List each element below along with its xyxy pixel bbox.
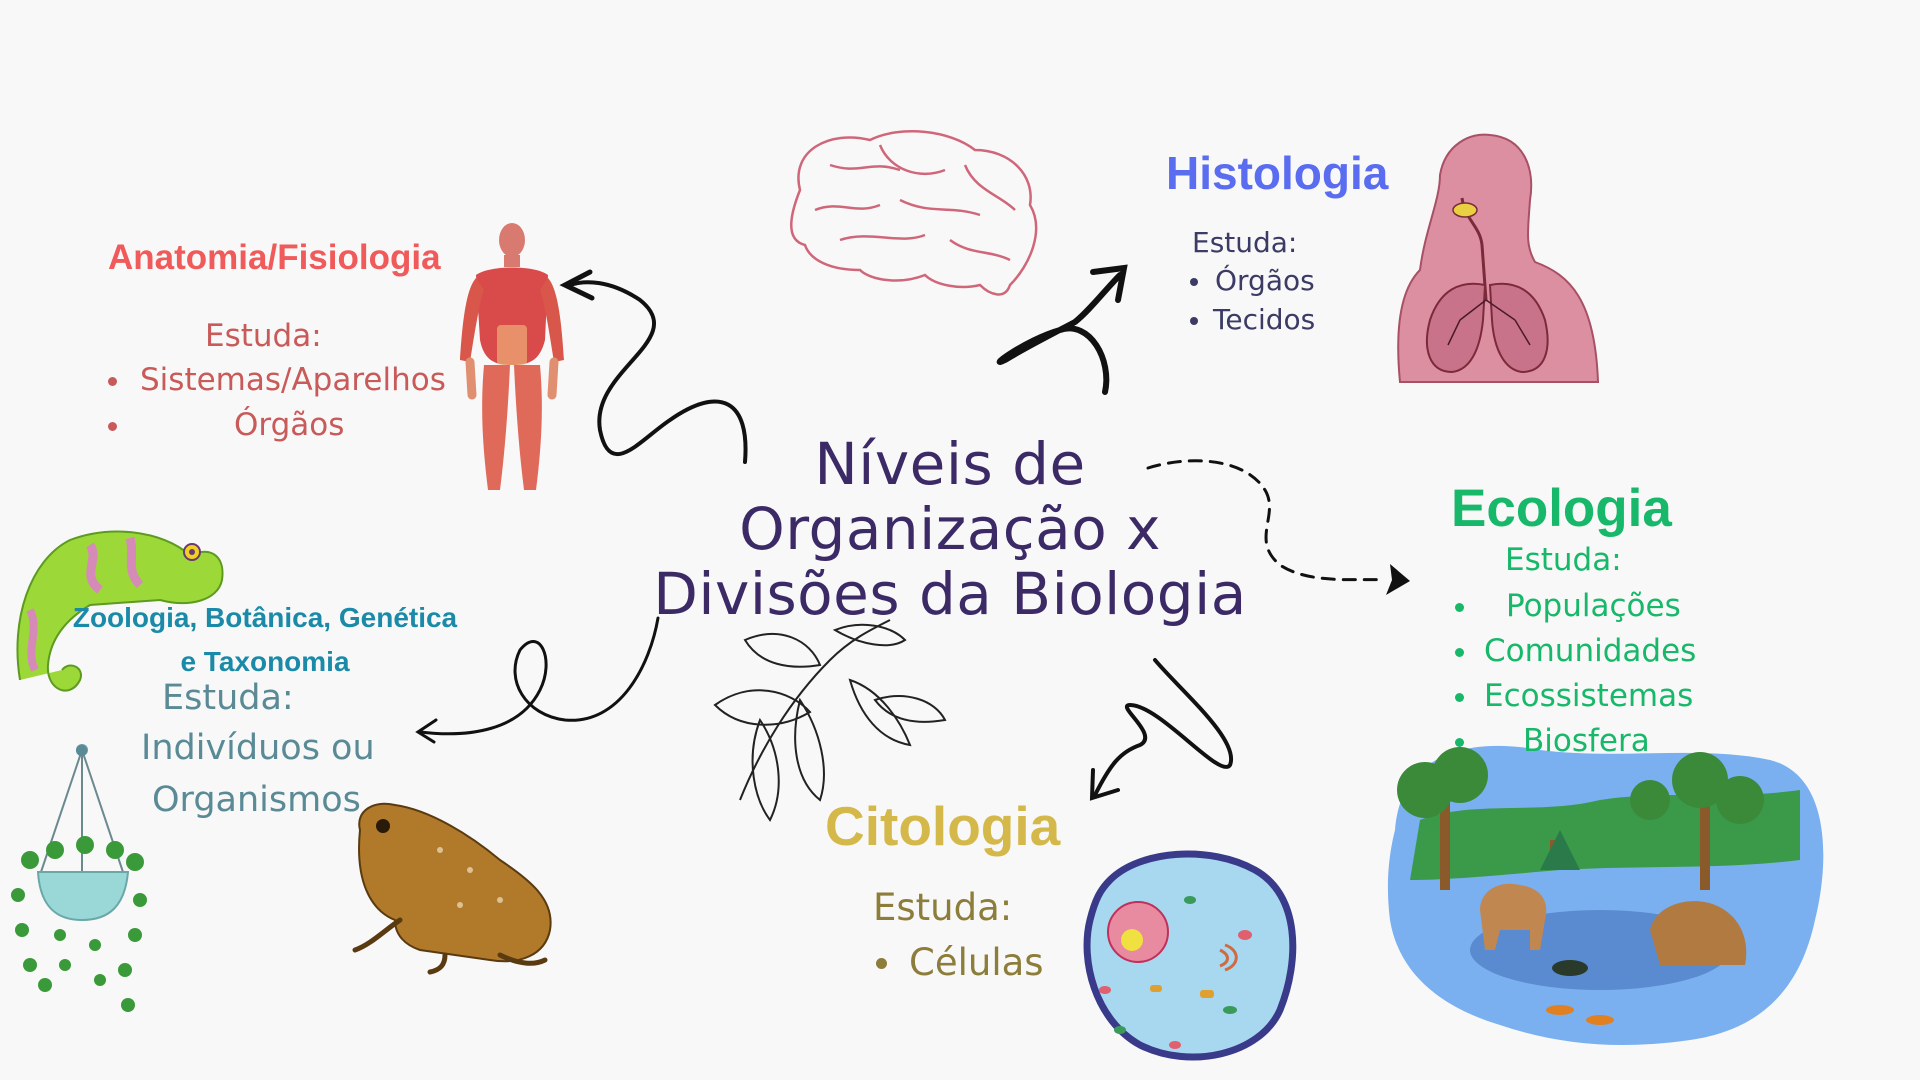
chameleon-icon — [16, 530, 224, 692]
center-title: Níveis de Organização x Divisões da Biol… — [640, 432, 1260, 627]
anatomia-list: Sistemas/Aparelhos Órgãos — [108, 362, 448, 452]
histologia-subtitle: Estuda: — [1192, 226, 1298, 259]
citologia-subtitle: Estuda: — [873, 886, 1013, 929]
list-item: Comunidades — [1455, 633, 1715, 678]
zoologia-title-line1: Zoologia, Botânica, Genética — [72, 602, 458, 633]
list-item: Órgãos — [108, 407, 448, 452]
list-item: Populações — [1455, 588, 1715, 633]
histologia-title: Histologia — [1166, 147, 1389, 199]
zoologia-item-line1: Indivíduos ou — [141, 728, 375, 768]
arrow-to-histologia — [996, 264, 1128, 395]
zoologia-item-line2: Organismos — [152, 780, 361, 820]
zoologia-subtitle: Estuda: — [162, 678, 294, 718]
brain-icon — [790, 130, 1038, 296]
ecosystem-icon — [1387, 745, 1824, 1045]
list-item: Sistemas/Aparelhos — [108, 362, 448, 407]
center-title-line2: Organização x — [739, 495, 1161, 563]
cell-icon — [1083, 850, 1297, 1061]
center-title-line3: Divisões da Biologia — [653, 560, 1247, 628]
arrow-to-citologia — [1089, 658, 1234, 801]
arrow-to-anatomia — [559, 269, 748, 464]
ecologia-list: Populações Comunidades Ecossistemas Bios… — [1455, 588, 1715, 768]
ecologia-subtitle: Estuda: — [1505, 542, 1622, 578]
arrow-to-ecologia — [1146, 459, 1410, 595]
anatomia-subtitle: Estuda: — [205, 318, 322, 354]
hanging-plant-icon — [11, 744, 147, 1012]
list-item: Biosfera — [1455, 723, 1715, 768]
citologia-title: Citologia — [825, 795, 1061, 857]
bullet — [76, 745, 87, 756]
zoologia-title-line2: e Taxonomia — [180, 646, 350, 677]
arrow-to-zoologia — [415, 616, 660, 744]
leaves-icon — [713, 619, 947, 822]
anatomia-title: Anatomia/Fisiologia — [108, 238, 441, 277]
center-title-line1: Níveis de — [814, 430, 1086, 498]
frog-icon — [352, 802, 552, 975]
zoologia-title: Zoologia, Botânica, Genética e Taxonomia — [45, 596, 485, 684]
lungs-icon — [1397, 133, 1600, 383]
list-item: Ecossistemas — [1455, 678, 1715, 723]
human-muscles-icon — [460, 223, 564, 490]
ecologia-title: Ecologia — [1451, 479, 1672, 538]
